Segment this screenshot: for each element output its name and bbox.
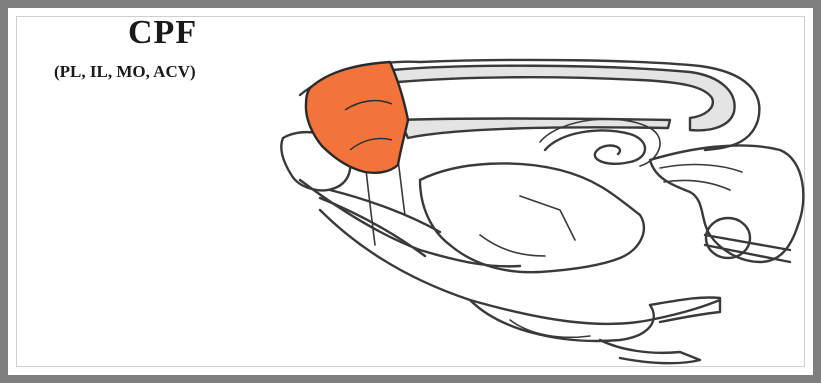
cerebellum [650, 145, 803, 262]
pituitary-stalk [600, 340, 700, 363]
cerebellum-folia [660, 165, 742, 190]
hippocampus [545, 131, 645, 164]
thalamic-subdivision [480, 196, 575, 256]
cpf-region [306, 62, 408, 173]
